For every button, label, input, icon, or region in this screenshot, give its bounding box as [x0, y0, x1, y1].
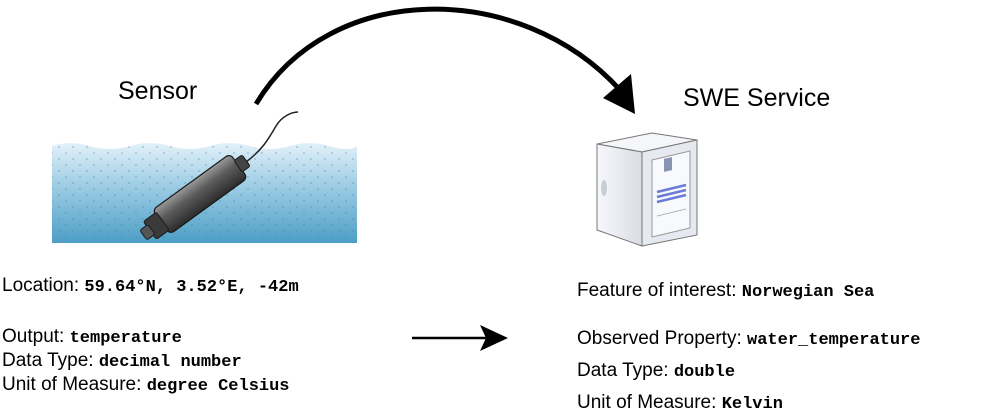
sensor-uom-value: degree Celsius — [146, 377, 290, 396]
sensor-uom-label: Unit of Measure: — [2, 374, 142, 395]
transfer-curved-arrow — [253, 6, 635, 114]
property-label: Observed Property: — [577, 328, 742, 349]
sensor-output-row: Output: temperature — [2, 326, 182, 350]
foi-value: Norwegian Sea — [741, 283, 875, 302]
property-value: water_temperature — [747, 331, 921, 350]
output-label: Output: — [2, 326, 65, 347]
service-uom-label: Unit of Measure: — [577, 392, 717, 413]
service-property-row: Observed Property: water_temperature — [577, 328, 920, 352]
mapping-arrow — [412, 325, 508, 351]
server-icon — [596, 132, 698, 247]
output-value: temperature — [69, 329, 182, 348]
sensor-datatype-label: Data Type: — [2, 350, 94, 371]
sensor-uom-row: Unit of Measure: degree Celsius — [2, 374, 290, 398]
service-uom-row: Unit of Measure: Kelvin — [577, 392, 783, 416]
service-datatype-label: Data Type: — [577, 360, 669, 381]
service-title: SWE Service — [683, 84, 831, 112]
sensor-datatype-value: decimal number — [98, 353, 242, 372]
sensor-title: Sensor — [118, 77, 198, 105]
location-value: 59.64°N, 3.52°E, -42m — [84, 278, 299, 297]
service-foi-row: Feature of interest: Norwegian Sea — [577, 280, 874, 304]
sensor-probe-icon — [140, 111, 299, 240]
service-uom-value: Kelvin — [721, 395, 783, 414]
foi-label: Feature of interest: — [577, 280, 737, 301]
sensor-datatype-row: Data Type: decimal number — [2, 350, 242, 374]
location-label: Location: — [2, 275, 80, 296]
sensor-location-row: Location: 59.64°N, 3.52°E, -42m — [2, 275, 299, 299]
service-datatype-value: double — [673, 363, 736, 382]
service-datatype-row: Data Type: double — [577, 360, 735, 384]
